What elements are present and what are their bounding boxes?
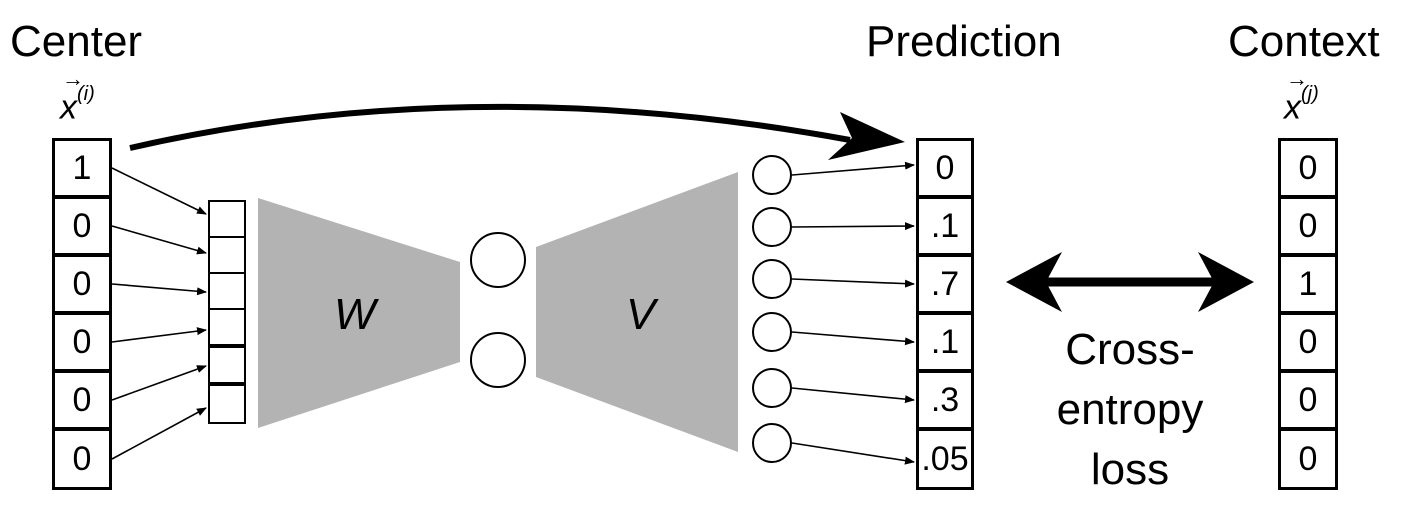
loss-label-line: Cross-: [1065, 325, 1195, 374]
output-node: [752, 207, 792, 247]
center-to-hidden-arrow: [111, 327, 207, 343]
hidden-cell: [208, 308, 246, 346]
output-to-prediction-arrow: [791, 222, 915, 231]
context-cell: 0: [1278, 370, 1338, 430]
output-node: [752, 155, 792, 195]
center-to-hidden-arrow: [111, 225, 207, 255]
output-to-prediction-arrow: [791, 387, 915, 404]
prediction-title: Prediction: [866, 17, 1062, 66]
output-node: [752, 259, 792, 299]
hidden-cell: [208, 236, 246, 274]
output-to-prediction-arrow: [791, 161, 915, 176]
prediction-cell: .3: [916, 370, 974, 430]
v-matrix-shape: [536, 172, 738, 452]
center-x-letter: x: [60, 88, 77, 127]
center-cell: 0: [52, 254, 112, 314]
output-node: [752, 312, 792, 352]
prediction-cell: .1: [916, 312, 974, 372]
output-node: [752, 368, 792, 408]
skip-arc-arrow: [129, 103, 851, 151]
output-to-prediction-arrow: [791, 278, 915, 288]
output-node: [752, 423, 792, 463]
context-index: (j): [1301, 83, 1319, 105]
context-cell: 0: [1278, 428, 1338, 490]
hidden-cell: [208, 200, 246, 238]
w-matrix-shape: [258, 198, 460, 428]
hidden-cell: [208, 384, 246, 424]
center-cell: 1: [52, 138, 112, 198]
context-cell: 0: [1278, 312, 1338, 372]
vector-arrow-glyph: →: [62, 66, 84, 91]
hidden-cell: [208, 272, 246, 310]
hidden-cell: [208, 346, 246, 384]
center-cell: 0: [52, 370, 112, 430]
loss-arrowhead-right: [1198, 252, 1254, 312]
embedding-node: [470, 332, 526, 388]
center-cell: 0: [52, 428, 112, 490]
loss-label: Cross- entropy loss: [1030, 320, 1230, 500]
center-to-hidden-arrow: [111, 167, 207, 215]
context-cell: 1: [1278, 254, 1338, 314]
center-to-hidden-arrow: [111, 365, 207, 401]
center-title: Center: [10, 17, 143, 66]
skip-arc-arrowhead: [828, 112, 905, 160]
center-index: (i): [77, 83, 95, 105]
prediction-cell: .7: [916, 254, 974, 314]
prediction-cell: .1: [916, 196, 974, 256]
encoder-matrix-label: W: [334, 290, 376, 339]
context-vector-symbol: →x(j): [1284, 68, 1319, 127]
prediction-cell: 0: [916, 138, 974, 198]
context-cell: 0: [1278, 196, 1338, 256]
output-to-prediction-arrow: [791, 442, 915, 465]
output-to-prediction-arrow: [791, 331, 915, 346]
context-cell: 0: [1278, 138, 1338, 198]
context-x-letter: x: [1284, 88, 1301, 127]
loss-arrowhead-left: [1006, 252, 1062, 312]
center-vector-symbol: →x(i): [60, 68, 95, 127]
loss-label-line: loss: [1090, 445, 1170, 494]
center-to-hidden-arrow: [111, 407, 207, 460]
context-title: Context: [1228, 17, 1380, 66]
embedding-node: [470, 232, 526, 288]
prediction-cell: .05: [916, 428, 974, 490]
vector-arrow-glyph: →: [1286, 66, 1308, 91]
loss-label-line: entropy: [1056, 385, 1204, 434]
center-cell: 0: [52, 312, 112, 372]
center-cell: 0: [52, 196, 112, 256]
decoder-matrix-label: V: [626, 290, 656, 339]
center-to-hidden-arrow: [111, 283, 207, 296]
